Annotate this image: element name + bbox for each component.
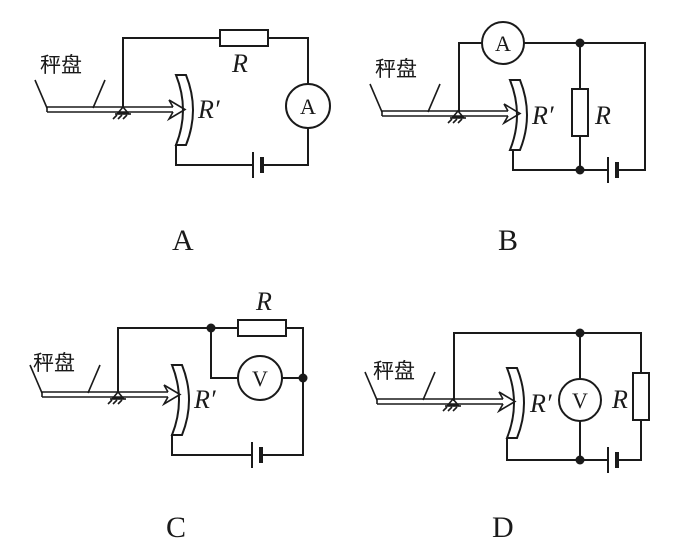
voltmeter bbox=[237, 355, 283, 401]
resistor-label: R bbox=[594, 101, 611, 130]
wire bbox=[117, 327, 239, 393]
variable-resistor-label: R′ bbox=[531, 101, 554, 130]
junction-dot bbox=[575, 455, 585, 465]
option-label: B bbox=[498, 224, 518, 257]
junction-dot bbox=[206, 323, 216, 333]
voltmeter-symbol: V bbox=[252, 366, 268, 391]
junction-dot bbox=[298, 373, 308, 383]
wire bbox=[261, 127, 309, 166]
battery bbox=[607, 447, 619, 473]
variable-resistor bbox=[171, 364, 190, 436]
voltmeter bbox=[558, 378, 602, 422]
wire bbox=[506, 439, 609, 461]
variable-resistor-label: R′ bbox=[193, 385, 216, 414]
wire bbox=[261, 327, 304, 456]
wire bbox=[616, 419, 642, 461]
pan-label: 秤盘 bbox=[373, 359, 415, 383]
variable-resistor bbox=[506, 367, 525, 439]
option-label: C bbox=[166, 511, 186, 544]
resistor-label: R bbox=[231, 49, 248, 78]
lever-scale-pan bbox=[34, 79, 186, 120]
ammeter bbox=[481, 21, 525, 65]
resistor bbox=[571, 88, 589, 137]
wire bbox=[512, 149, 609, 171]
ammeter-symbol: A bbox=[300, 94, 316, 119]
wire bbox=[210, 327, 239, 379]
diagram-d: 秤盘 R′ V R D bbox=[364, 328, 650, 544]
diagram-b: 秤盘 R′ A R B bbox=[369, 21, 646, 257]
wire bbox=[175, 144, 254, 166]
battery bbox=[607, 157, 619, 183]
diagram-c: 秤盘 R′ R V C bbox=[29, 287, 308, 544]
junction-dot bbox=[575, 38, 585, 48]
pan-label: 秤盘 bbox=[40, 53, 82, 77]
resistor-label: R bbox=[255, 287, 272, 316]
wire bbox=[267, 37, 309, 85]
ammeter-symbol: A bbox=[495, 31, 511, 56]
resistor bbox=[237, 319, 287, 337]
wire bbox=[122, 37, 221, 108]
battery bbox=[252, 152, 264, 178]
variable-resistor-label: R′ bbox=[197, 95, 220, 124]
wire bbox=[453, 332, 642, 401]
ammeter bbox=[285, 83, 331, 129]
option-label: D bbox=[492, 511, 514, 544]
resistor-label: R bbox=[611, 385, 628, 414]
junction-dot bbox=[575, 165, 585, 175]
diagram-a: 秤盘 R′ R A A bbox=[34, 29, 331, 257]
resistor bbox=[219, 29, 269, 47]
variable-resistor-label: R′ bbox=[529, 389, 552, 418]
pan-label: 秤盘 bbox=[33, 351, 75, 375]
junction-dot bbox=[575, 328, 585, 338]
resistor bbox=[632, 372, 650, 421]
battery bbox=[251, 442, 263, 468]
lever-scale-pan bbox=[369, 83, 521, 124]
voltmeter-symbol: V bbox=[572, 388, 588, 413]
pan-label: 秤盘 bbox=[375, 57, 417, 81]
option-label: A bbox=[172, 224, 194, 257]
wire bbox=[458, 42, 483, 112]
wire bbox=[171, 434, 253, 456]
